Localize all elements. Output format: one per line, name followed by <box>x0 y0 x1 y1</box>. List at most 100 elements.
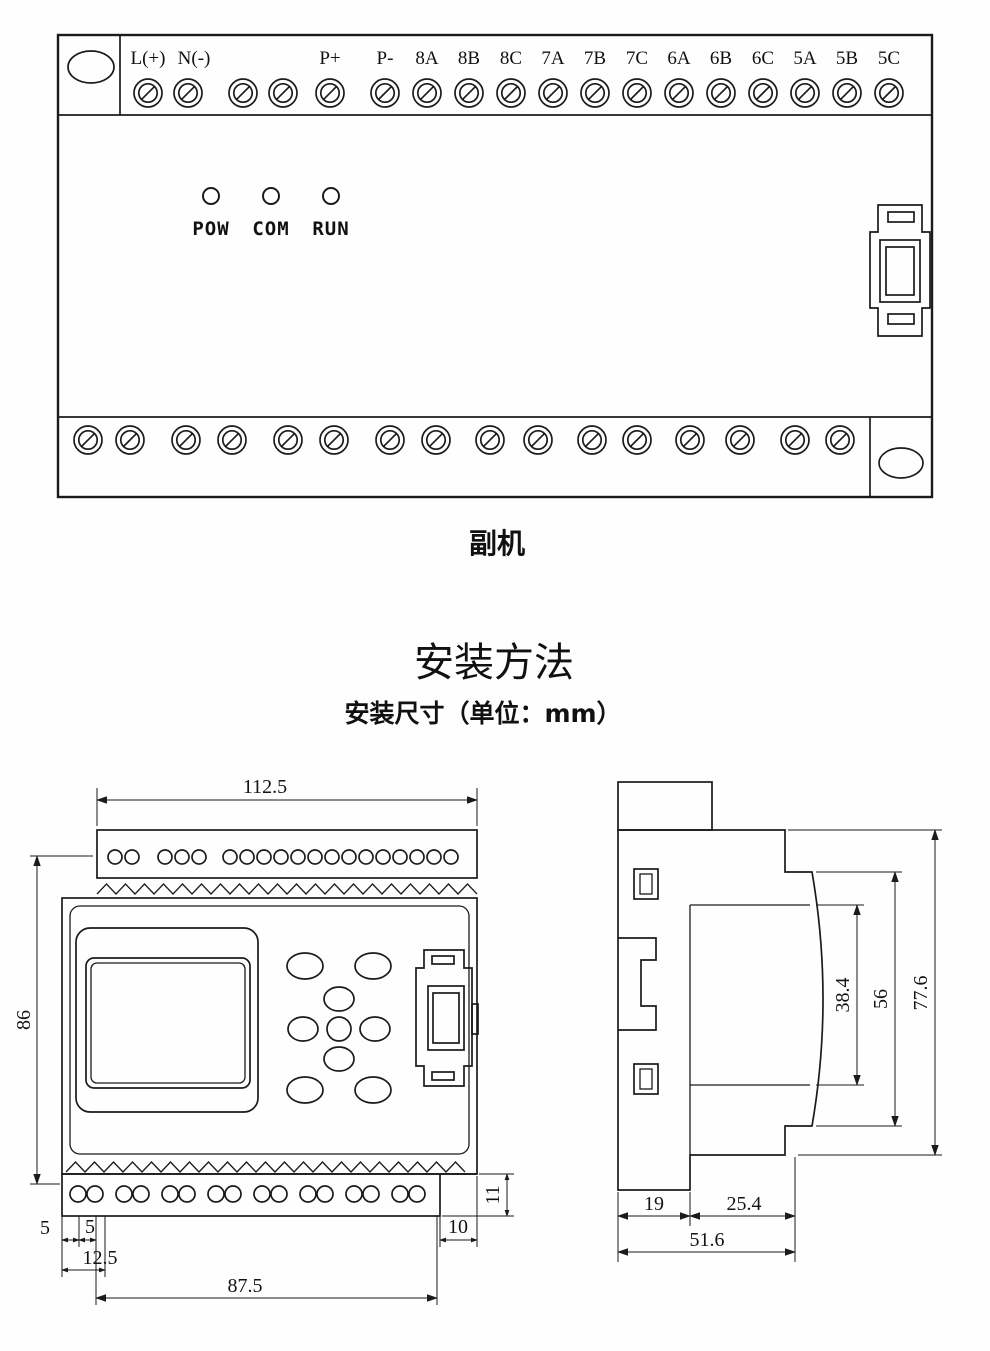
terminal-label: P+ <box>319 48 340 69</box>
screw-terminal-icon <box>207 1185 225 1203</box>
status-leds <box>202 187 340 205</box>
terminal-label: 8C <box>500 48 522 69</box>
terminal-label: 6C <box>752 48 774 69</box>
front-bottom-strip <box>61 1173 441 1217</box>
side-view-dimensions: 38.4 56 77.6 19 25.4 51.6 <box>617 829 942 1262</box>
din-rail-clip <box>618 937 657 1031</box>
top-terminal-screws <box>133 78 904 108</box>
screw-terminal-icon <box>825 425 855 455</box>
section-title: 安装方法 <box>414 640 574 686</box>
terminal-label: 8B <box>458 48 480 69</box>
key-right-icon <box>359 1016 391 1042</box>
dim-front-width: 112.5 <box>243 776 287 798</box>
terminal-label: 5C <box>878 48 900 69</box>
front-bottom-screws <box>69 1185 426 1203</box>
screw-terminal-icon <box>375 425 405 455</box>
screw-terminal-icon <box>161 1185 179 1203</box>
screw-terminal-icon <box>173 78 203 108</box>
screw-terminal-icon <box>362 1185 380 1203</box>
screw-terminal-icon <box>392 849 408 865</box>
dim-offset-12-5: 12.5 <box>83 1247 118 1269</box>
screw-terminal-icon <box>222 849 238 865</box>
screw-terminal-icon <box>475 425 505 455</box>
screw-terminal-icon <box>217 425 247 455</box>
run-label: RUN <box>312 218 349 240</box>
screw-terminal-icon <box>358 849 374 865</box>
vent-zigzag-top <box>96 883 478 895</box>
side-slot-bottom <box>633 1063 659 1095</box>
lcd-bezel <box>75 927 259 1113</box>
terminal-label: N(-) <box>178 48 211 69</box>
screw-terminal-icon <box>224 1185 242 1203</box>
screw-terminal-icon <box>191 849 207 865</box>
screw-terminal-icon <box>86 1185 104 1203</box>
screw-terminal-icon <box>132 1185 150 1203</box>
key-up-icon <box>323 986 355 1012</box>
screw-terminal-icon <box>171 425 201 455</box>
screw-terminal-icon <box>790 78 820 108</box>
pow-led-icon <box>202 187 220 205</box>
screw-terminal-icon <box>73 425 103 455</box>
device-panel <box>56 33 934 499</box>
screw-terminal-icon <box>748 78 778 108</box>
screw-terminal-icon <box>496 78 526 108</box>
front-view-dimensions: 112.5 86 5 5 12.5 87.5 10 11 <box>13 776 514 1305</box>
screw-terminal-icon <box>426 849 442 865</box>
dim-step-10: 10 <box>448 1216 468 1238</box>
screw-terminal-icon <box>375 849 391 865</box>
front-port <box>415 949 479 1087</box>
dim-side-77-6: 77.6 <box>910 976 932 1011</box>
key-button-icon <box>354 1076 392 1104</box>
screw-terminal-icon <box>133 78 163 108</box>
screw-terminal-icon <box>523 425 553 455</box>
terminal-label: 7A <box>541 48 565 69</box>
pow-label: POW <box>192 218 229 240</box>
lcd-screen <box>85 957 251 1089</box>
screw-terminal-icon <box>270 1185 288 1203</box>
vent-zigzag-bottom <box>65 1161 466 1173</box>
terminal-label: 6B <box>710 48 732 69</box>
screw-terminal-icon <box>421 425 451 455</box>
dim-depth-25-4: 25.4 <box>727 1193 762 1215</box>
key-down-icon <box>323 1046 355 1072</box>
dim-depth-19: 19 <box>644 1193 664 1215</box>
screw-terminal-icon <box>316 1185 334 1203</box>
led-labels: POW COM RUN <box>192 218 349 240</box>
front-top-cover <box>96 829 478 879</box>
screw-terminal-icon <box>239 849 255 865</box>
screw-terminal-icon <box>324 849 340 865</box>
com-led-icon <box>262 187 280 205</box>
key-button-icon <box>286 952 324 980</box>
screw-terminal-icon <box>273 849 289 865</box>
screw-terminal-icon <box>577 425 607 455</box>
key-left-icon <box>287 1016 319 1042</box>
screw-terminal-icon <box>412 78 442 108</box>
screw-terminal-icon <box>874 78 904 108</box>
dim-side-38-4: 38.4 <box>832 978 854 1013</box>
key-button-icon <box>286 1076 324 1104</box>
run-led-icon <box>322 187 340 205</box>
terminal-label: 8A <box>415 48 439 69</box>
key-button-icon <box>354 952 392 980</box>
dim-offset-5a: 5 <box>40 1217 50 1239</box>
side-slot-top <box>633 868 659 900</box>
com-label: COM <box>252 218 289 240</box>
terminal-label: 7C <box>626 48 648 69</box>
side-outline <box>617 829 824 1191</box>
screw-terminal-icon <box>391 1185 409 1203</box>
terminal-label: 6A <box>667 48 691 69</box>
screw-terminal-icon <box>622 425 652 455</box>
screw-terminal-icon <box>115 425 145 455</box>
screw-terminal-icon <box>253 1185 271 1203</box>
screw-terminal-icon <box>174 849 190 865</box>
screw-terminal-icon <box>443 849 459 865</box>
screw-terminal-icon <box>370 78 400 108</box>
dim-offset-5b: 5 <box>85 1216 95 1238</box>
screw-terminal-icon <box>273 425 303 455</box>
din-top-block <box>617 781 713 831</box>
mounting-hole-top <box>67 50 115 84</box>
front-view <box>61 829 479 1217</box>
dim-bottom-width: 87.5 <box>228 1275 263 1297</box>
screw-terminal-icon <box>319 425 349 455</box>
bottom-terminal-screws <box>73 425 855 455</box>
